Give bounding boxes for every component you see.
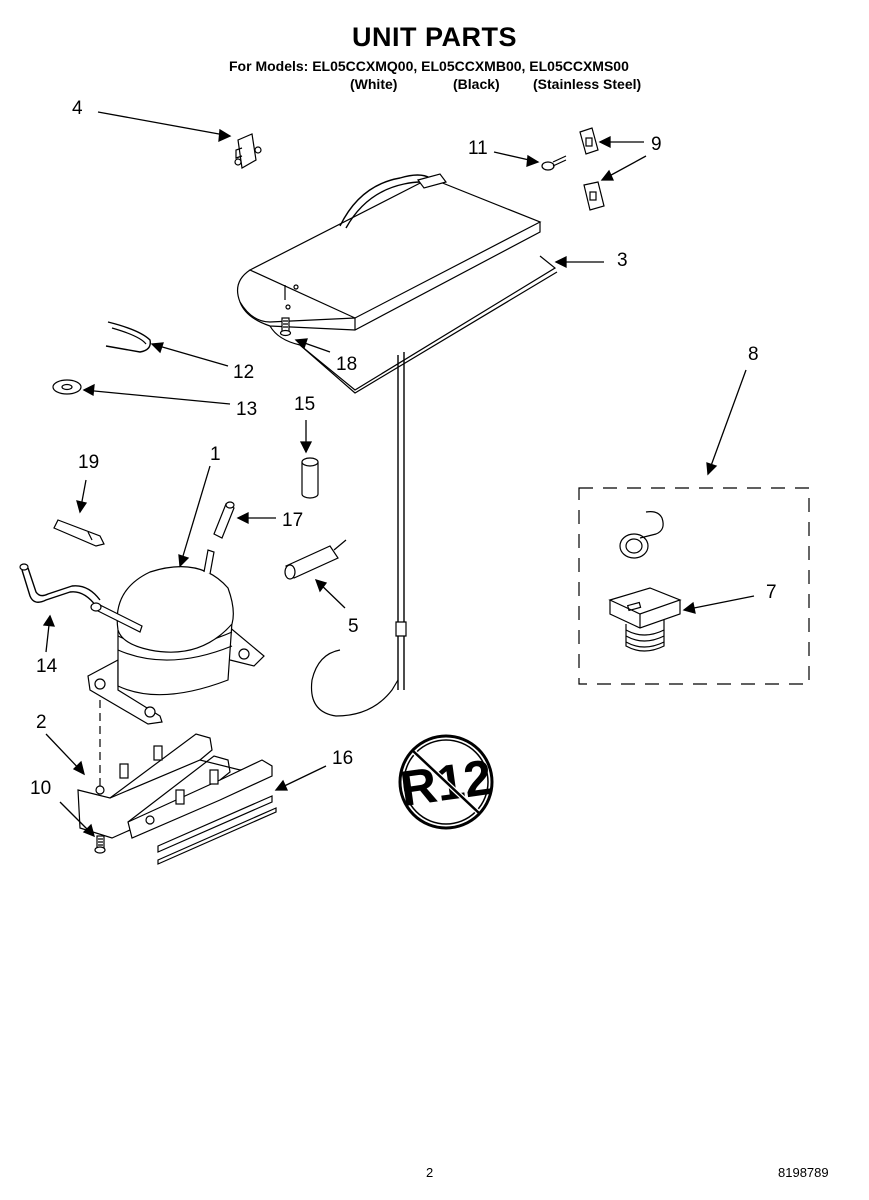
callout-3: 3 xyxy=(617,250,628,271)
evaporator-plate xyxy=(237,173,558,690)
start-relay-7 xyxy=(608,587,682,652)
callout-16: 16 xyxy=(332,748,353,769)
screw-18 xyxy=(279,317,292,337)
screw-10 xyxy=(94,835,106,854)
callout-5: 5 xyxy=(348,616,359,637)
clip-9-lower xyxy=(583,181,605,211)
compressor-1 xyxy=(87,549,265,725)
callout-11: 11 xyxy=(468,138,488,159)
base-frame-2 xyxy=(77,700,273,839)
callout-19: 19 xyxy=(78,452,99,473)
wire-clip-12 xyxy=(105,321,151,353)
page-title: UNIT PARTS xyxy=(352,22,517,52)
callout-7: 7 xyxy=(766,582,777,603)
page-number: 2 xyxy=(426,1165,434,1180)
callout-14: 14 xyxy=(36,656,58,677)
callout-4: 4 xyxy=(72,98,83,119)
drier-5 xyxy=(284,539,399,717)
callout-13: 13 xyxy=(236,399,257,420)
tube-15 xyxy=(301,457,319,499)
tube-14 xyxy=(19,563,101,607)
overload-protector xyxy=(619,511,664,559)
leader-lines xyxy=(42,111,755,838)
strip-16 xyxy=(157,795,277,865)
callout-1: 1 xyxy=(210,444,221,465)
callout-2: 2 xyxy=(36,712,47,733)
callout-9: 9 xyxy=(651,134,662,155)
start-kit-box-8 xyxy=(578,487,810,685)
color-black-label: (Black) xyxy=(453,76,500,92)
tube-17 xyxy=(213,501,235,539)
color-white-label: (White) xyxy=(350,76,398,92)
tube-19 xyxy=(53,519,105,547)
callout-17: 17 xyxy=(282,510,303,531)
color-stainless-label: (Stainless Steel) xyxy=(533,76,642,92)
callout-8: 8 xyxy=(748,344,759,365)
washer-13 xyxy=(52,379,82,395)
screw-11 xyxy=(541,155,567,171)
r12-prohibited-badge: R12 xyxy=(397,734,495,830)
callout-labels: 4 11 9 3 18 12 13 15 1 19 17 5 14 8 7 2 … xyxy=(30,98,777,799)
clip-9-upper xyxy=(579,127,599,155)
callout-18: 18 xyxy=(336,354,357,375)
bracket-4 xyxy=(234,133,262,169)
callout-12: 12 xyxy=(233,362,254,383)
models-line: For Models: EL05CCXMQ00, EL05CCXMB00, EL… xyxy=(229,58,629,74)
callout-15: 15 xyxy=(294,394,315,415)
document-number: 8198789 xyxy=(778,1165,829,1180)
callout-10: 10 xyxy=(30,778,51,799)
